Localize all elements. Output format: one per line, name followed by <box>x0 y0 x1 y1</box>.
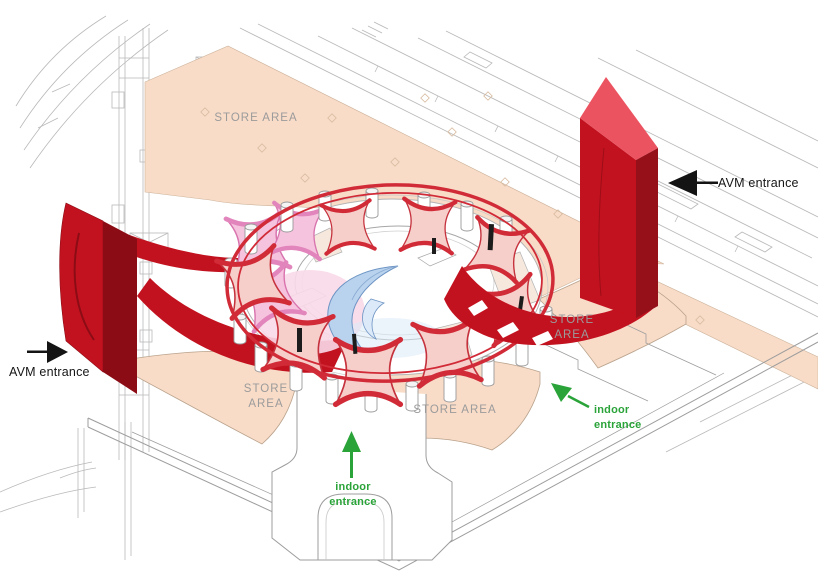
indoor-entrance-label-right-line2: entrance <box>594 419 642 431</box>
store-area-label-bottom-center: STORE AREA <box>413 404 497 416</box>
store-area-label-bottom-left-line2: AREA <box>248 398 284 410</box>
store-area-label-bottom-left-line1: STORE <box>243 383 289 395</box>
store-area-label-top: STORE AREA <box>214 112 298 124</box>
indoor-entrance-label-right: indoor entrance <box>594 403 641 433</box>
indoor-entrance-label-bottom-line1: indoor <box>335 481 371 493</box>
store-area-label-right: STORE AREA <box>541 313 603 343</box>
shadow-slots <box>297 224 524 354</box>
store-area-label-right-line1: STORE <box>549 314 595 326</box>
avm-left-arrow-icon <box>27 341 68 363</box>
store-area-label-right-line2: AREA <box>554 329 590 341</box>
indoor-right-arrow-icon <box>551 383 590 409</box>
avm-entrance-label-left: AVM entrance <box>9 365 90 379</box>
indoor-bottom-arrow-icon <box>342 431 361 478</box>
avm-right-arrow-icon <box>668 170 718 196</box>
store-area-label-bottom-left: STORE AREA <box>235 382 297 412</box>
indoor-entrance-label-bottom: indoor entrance <box>318 480 388 510</box>
indoor-entrance-corridor <box>271 386 453 561</box>
indoor-entrance-label-bottom-line2: entrance <box>329 496 377 508</box>
red-canopy-ring <box>225 183 555 383</box>
annotations <box>27 170 718 478</box>
indoor-entrance-label-right-line1: indoor <box>594 404 630 416</box>
avm-entrance-label-right: AVM entrance <box>718 176 799 190</box>
right-entrance-tower <box>444 77 658 346</box>
